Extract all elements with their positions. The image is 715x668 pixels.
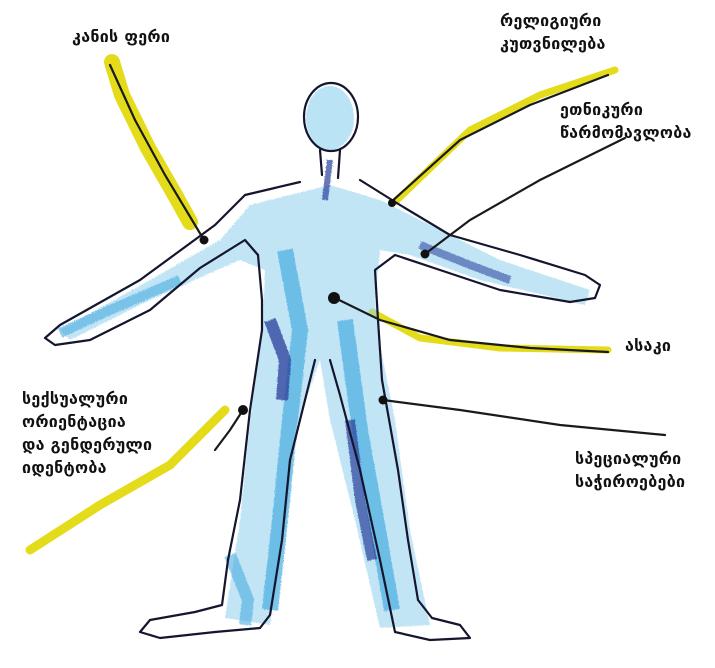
label-sexual-line1: სექსუალური: [22, 387, 152, 410]
label-special-needs: სპეციალური საჭიროებები: [575, 447, 685, 493]
label-special-line2: საჭიროებები: [575, 470, 685, 493]
body-paint: [60, 86, 590, 628]
label-sexual-line2: ორიენტაცია: [22, 410, 152, 433]
label-age-line1: ასაკი: [625, 334, 671, 357]
dot-sexual-orientation: [238, 405, 248, 415]
dot-special-needs: [379, 396, 388, 405]
dot-religious-affiliation: [388, 199, 396, 207]
label-religious-affiliation: რელიგიური კუთვნილება: [500, 9, 606, 55]
dot-age: [328, 292, 340, 304]
pointer-special-needs: [383, 400, 665, 435]
label-sexual-line4: იდენტობა: [22, 456, 152, 479]
dot-skin-color: [200, 236, 209, 245]
dot-ethnic-origin: [421, 250, 430, 259]
label-age: ასაკი: [625, 334, 671, 357]
label-special-line1: სპეციალური: [575, 447, 685, 470]
label-ethnic-line1: ეთნიკური: [560, 98, 692, 121]
label-religious-line1: რელიგიური: [500, 9, 606, 32]
label-ethnic-line2: წარმომავლობა: [560, 121, 692, 144]
label-sexual-orientation: სექსუალური ორიენტაცია და გენდერული იდენტ…: [22, 387, 152, 479]
label-religious-line2: კუთვნილება: [500, 32, 606, 55]
label-sexual-line3: და გენდერული: [22, 433, 152, 456]
label-skin-color: კანის ფერი: [72, 25, 170, 48]
label-ethnic-origin: ეთნიკური წარმომავლობა: [560, 98, 692, 144]
label-skin-color-line1: კანის ფერი: [72, 25, 170, 48]
